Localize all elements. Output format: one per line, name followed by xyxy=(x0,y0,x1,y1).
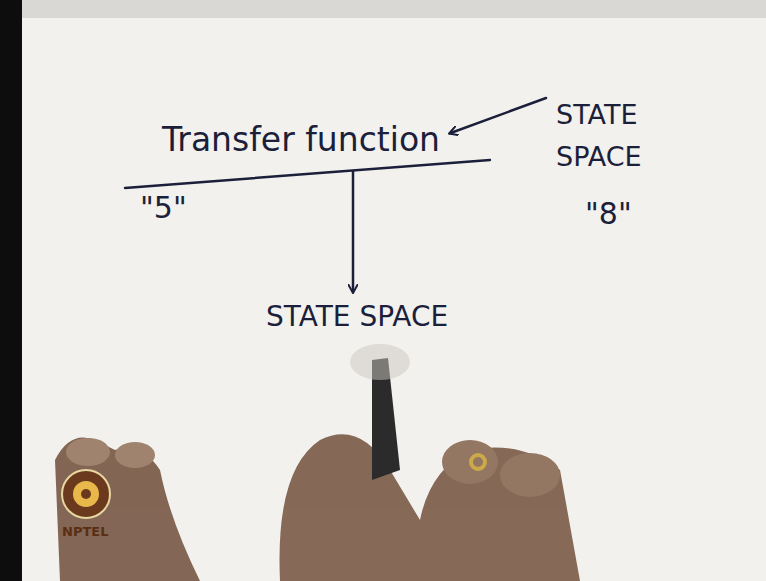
underline xyxy=(125,160,490,188)
paper-top-edge xyxy=(22,0,766,18)
result-text: STATE SPACE xyxy=(262,298,452,336)
node-text: STATE SPACE xyxy=(556,94,674,178)
paper-sheet xyxy=(22,0,766,581)
count-label: "5" xyxy=(140,190,187,225)
side-note-text: STATE SPACE xyxy=(552,92,678,180)
count-label: "8" xyxy=(585,196,632,231)
logo-text: NPTEL xyxy=(62,524,108,539)
hands xyxy=(55,344,580,581)
nptel-logo xyxy=(62,470,110,518)
arrow-connector xyxy=(450,98,546,133)
node-text: Transfer function xyxy=(162,120,440,160)
heading-text: Transfer function xyxy=(158,118,444,162)
node-text: STATE SPACE xyxy=(266,300,448,334)
arrow-connector xyxy=(352,172,355,292)
dark-margin xyxy=(0,0,22,581)
